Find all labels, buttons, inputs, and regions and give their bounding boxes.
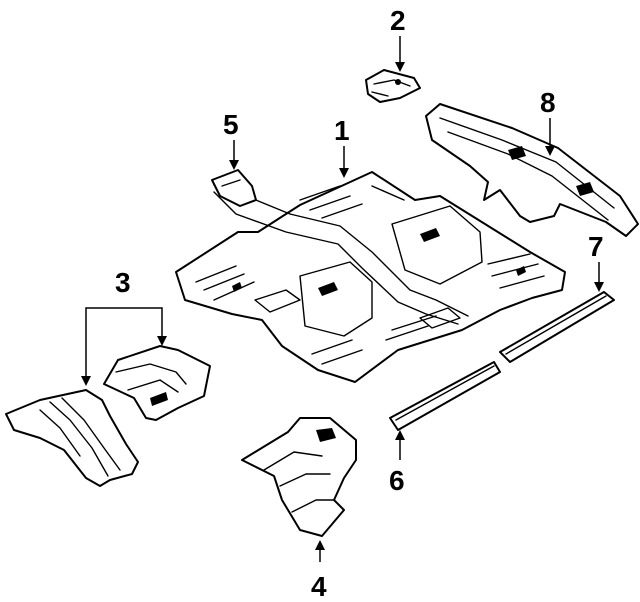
callout-2: 2 (390, 5, 406, 36)
callout-6: 6 (389, 465, 405, 496)
callout-5: 5 (223, 109, 239, 140)
leader-line-8 (545, 118, 555, 156)
leader-line-2 (395, 36, 405, 72)
bracket-part (365, 69, 421, 103)
floor-support-part (241, 417, 357, 537)
floor-pan-part (175, 171, 566, 383)
leader-line-3 (81, 307, 167, 386)
floor-extension-part (5, 345, 211, 487)
leader-line-7 (594, 262, 604, 292)
leader-line-6 (395, 430, 405, 460)
leader-line-5 (229, 140, 239, 170)
callout-7: 7 (588, 231, 604, 262)
rocker-panel-part (499, 291, 615, 363)
leader-line-1 (339, 146, 349, 178)
callout-4: 4 (311, 571, 327, 602)
callout-1: 1 (334, 115, 350, 146)
front-rail-part (211, 169, 257, 207)
rocker-sill-part (389, 361, 501, 431)
callout-8: 8 (540, 87, 556, 118)
callout-3: 3 (115, 267, 131, 298)
leader-line-4 (315, 540, 325, 562)
